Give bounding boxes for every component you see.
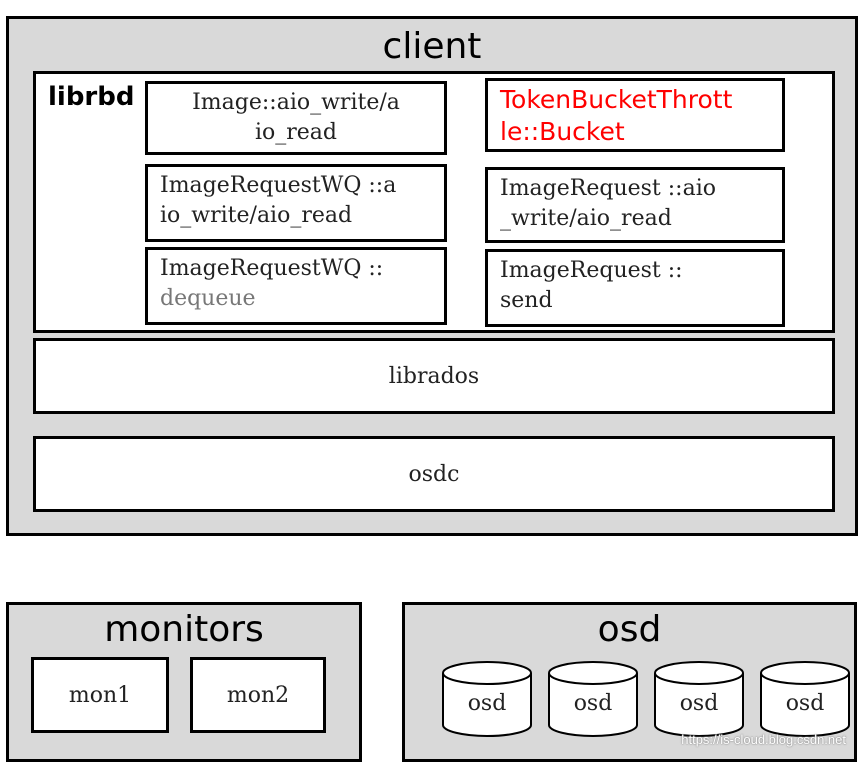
osd-disk-label-1: osd (467, 691, 507, 716)
module-image-aio-line1: Image::aio_write/a (192, 90, 400, 115)
monitors-panel: monitors mon1 mon2 (6, 602, 362, 762)
librados-layer: librados (33, 338, 835, 414)
monitors-title: monitors (104, 609, 264, 650)
librbd-box: librbd Image::aio_write/a io_read ImageR… (33, 71, 835, 333)
module-image-request-send: ImageRequest :: send (485, 249, 785, 327)
librbd-label: librbd (48, 82, 135, 112)
module-image-request-aio-line2: _write/aio_read (500, 206, 672, 231)
mon-box-1: mon1 (31, 657, 169, 733)
mon-label-1: mon1 (68, 682, 132, 708)
module-image-request-aio-line1: ImageRequest ::aio (500, 176, 716, 201)
osd-disk-4: osd (759, 661, 851, 739)
mon-label-2: mon2 (226, 682, 290, 708)
osd-disk-icon (548, 661, 638, 737)
module-image-request-wq-dequeue-line2: dequeue (160, 286, 256, 311)
osd-disk-2: osd (547, 661, 639, 739)
librados-label: librados (388, 363, 480, 389)
osd-disk-label-3: osd (679, 691, 719, 716)
osd-panel: osd osd osd osd osd https://is-cloud.blo… (402, 602, 857, 762)
module-image-request-wq-aio-line2: io_write/aio_read (160, 203, 353, 228)
module-token-bucket-line1: TokenBucketThrott (500, 85, 733, 114)
osdc-layer: osdc (33, 436, 835, 512)
mon-box-2: mon2 (190, 657, 326, 733)
osd-disk-icon (654, 661, 744, 737)
osdc-label: osdc (408, 461, 460, 487)
client-title: client (382, 26, 482, 67)
osd-disk-label-2: osd (573, 691, 613, 716)
module-image-request-aio: ImageRequest ::aio _write/aio_read (485, 167, 785, 243)
module-image-request-wq-aio: ImageRequestWQ ::a io_write/aio_read (145, 164, 447, 242)
osd-title: osd (597, 609, 662, 650)
module-token-bucket-line2: le::Bucket (500, 117, 625, 146)
osd-disk-1: osd (441, 661, 533, 739)
osd-disk-label-4: osd (785, 691, 825, 716)
osd-disk-icon (442, 661, 532, 737)
module-image-request-wq-dequeue-line1: ImageRequestWQ :: (160, 256, 384, 281)
module-image-request-send-line2: send (500, 288, 553, 313)
module-image-aio-line2: io_read (254, 120, 338, 145)
module-image-request-wq-dequeue: ImageRequestWQ :: dequeue (145, 247, 447, 325)
module-image-aio: Image::aio_write/a io_read (145, 81, 447, 155)
client-panel: client librbd Image::aio_write/a io_read… (6, 16, 858, 536)
osd-disk-3: osd (653, 661, 745, 739)
watermark: https://is-cloud.blog.csdn.net (681, 732, 846, 747)
module-token-bucket: TokenBucketThrott le::Bucket (485, 78, 785, 152)
osd-disk-icon (760, 661, 850, 737)
module-image-request-wq-aio-line1: ImageRequestWQ ::a (160, 173, 397, 198)
module-image-request-send-line1: ImageRequest :: (500, 258, 683, 283)
